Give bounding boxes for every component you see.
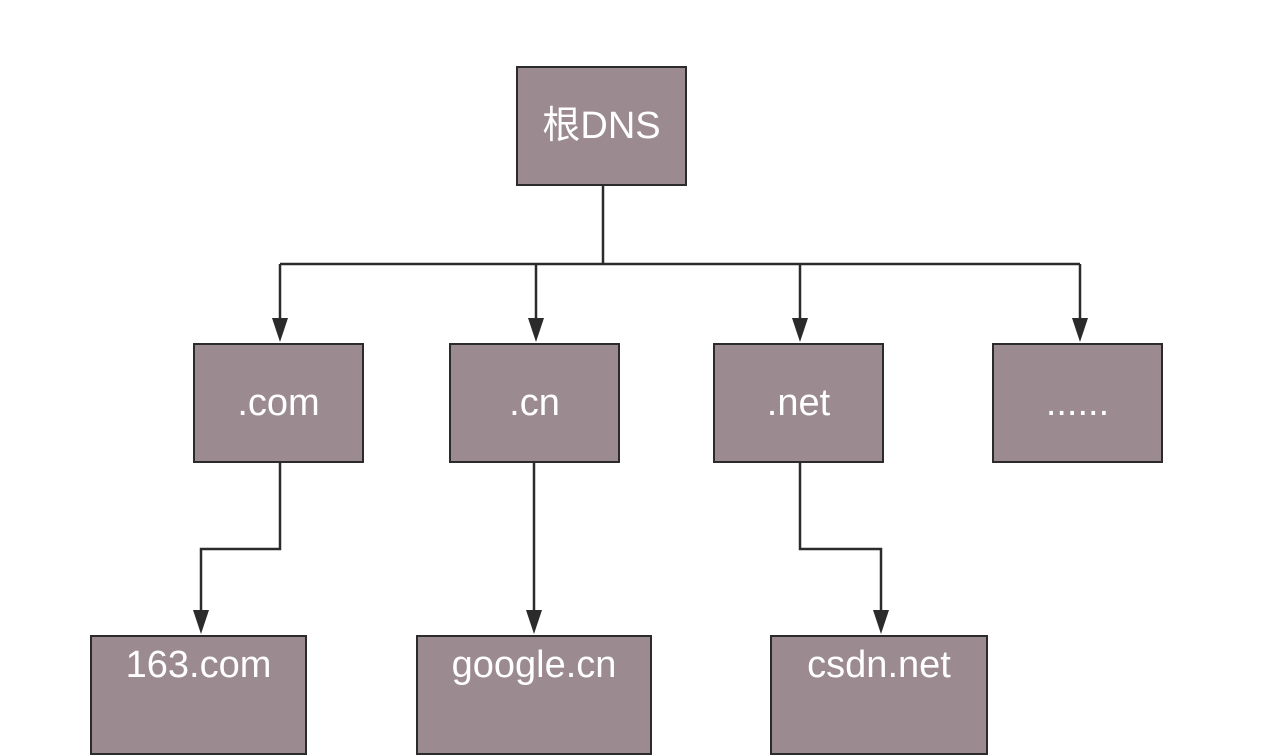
node-root-dns: 根DNS [516,66,687,186]
node-com-label: .com [237,382,320,424]
node-more-label: ...... [1045,382,1110,424]
node-csdn-net: csdn.net [770,635,988,755]
node-cn-label: .cn [509,382,560,424]
node-root-dns-label: 根DNS [542,105,661,147]
arrow-com-to-163 [199,463,282,621]
node-net: .net [713,343,884,463]
arrowhead-google [526,610,542,634]
arrow-net-to-csdn [798,463,883,621]
arrowhead-cn [528,318,544,342]
connector-layer [193,186,1088,634]
node-csdn-net-label: csdn.net [807,644,951,686]
arrowhead-more [1072,318,1088,342]
node-google-cn: google.cn [416,635,652,755]
arrowhead-163 [193,610,209,634]
node-163-com: 163.com [90,635,307,755]
node-com: .com [193,343,364,463]
node-more: ...... [992,343,1163,463]
node-google-cn-label: google.cn [451,644,617,686]
node-163-com-label: 163.com [125,644,272,686]
node-cn: .cn [449,343,620,463]
dns-hierarchy-diagram: 根DNS .com .cn .net ...... 163.com google… [90,66,1163,755]
arrowhead-net [792,318,808,342]
arrowhead-com [272,318,288,342]
node-net-label: .net [766,382,831,424]
arrowhead-csdn [873,610,889,634]
